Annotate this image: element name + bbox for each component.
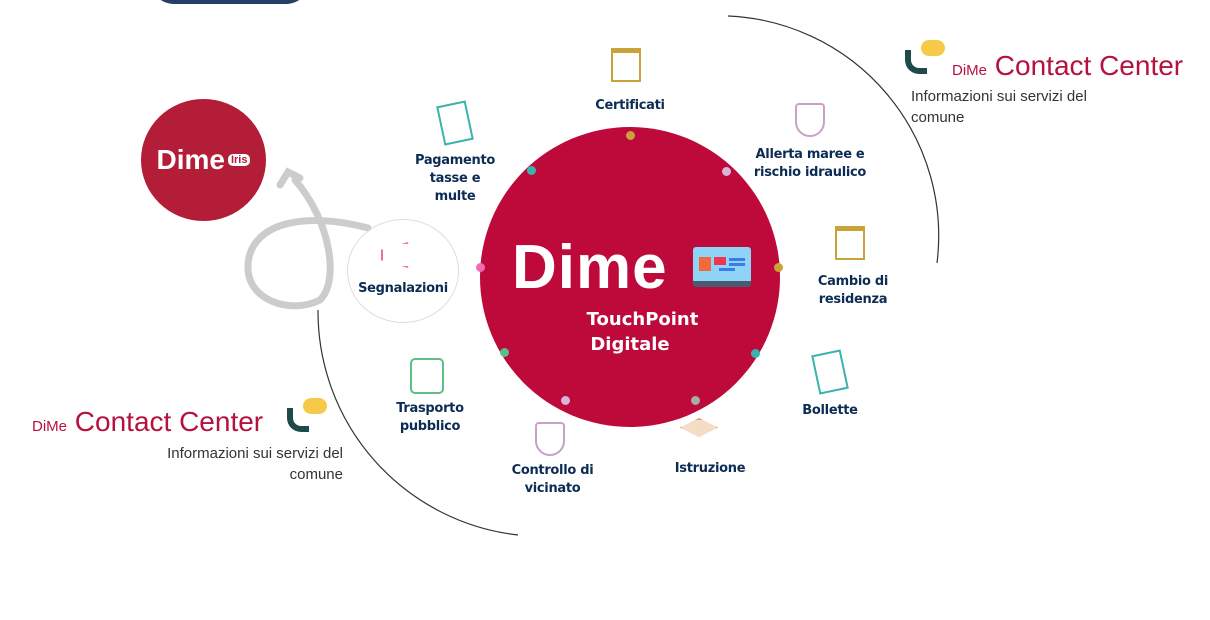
service-cambio-residenza[interactable]: Cambio di residenza	[817, 274, 889, 307]
dime-logo-text: Dime	[512, 233, 668, 302]
contact-center-title-right: DiMe Contact Center	[952, 50, 1184, 81]
dot	[774, 263, 783, 272]
building-person-icon	[611, 48, 641, 82]
shield-person-icon	[795, 103, 825, 137]
dot	[751, 349, 760, 358]
service-controllo-vicinato[interactable]: Controllo di vicinato	[511, 463, 594, 496]
service-allerta-maree[interactable]: Allerta maree e rischio idraulico	[753, 147, 867, 180]
phone-chat-icon	[903, 40, 945, 78]
shield-person-icon	[535, 422, 565, 456]
megaphone-icon	[381, 242, 409, 268]
iris-badge: Iris	[227, 154, 251, 166]
cropped-title	[150, 0, 310, 4]
right-arc	[727, 15, 940, 264]
phone-chat-icon	[285, 398, 327, 436]
segnalazioni-circle[interactable]	[347, 219, 459, 323]
dot	[527, 166, 536, 175]
service-segnalazioni[interactable]: Segnalazioni	[358, 281, 448, 296]
building-person-icon	[835, 226, 865, 260]
service-trasporto-pubblico[interactable]: Trasporto pubblico	[396, 401, 464, 434]
bus-icon	[410, 358, 444, 394]
service-pagamento-tasse[interactable]: Pagamento tasse e multe	[414, 153, 496, 204]
dot	[626, 131, 635, 140]
dot	[691, 396, 700, 405]
dot	[722, 167, 731, 176]
service-bollette[interactable]: Bollette	[802, 403, 858, 418]
dot	[476, 263, 485, 272]
service-certificati[interactable]: Certificati	[595, 98, 665, 113]
contact-center-desc-left: Informazioni sui servizi del comune	[167, 445, 343, 483]
dot	[561, 396, 570, 405]
iris-logo-text: Dime	[156, 144, 225, 175]
touchpoint-circle[interactable]: Dime TouchPoint Digitale	[480, 127, 780, 427]
left-arc	[317, 309, 519, 536]
dot	[500, 348, 509, 357]
dime-iris-logo[interactable]: Dime Iris	[141, 99, 266, 221]
monitor-icon	[693, 247, 751, 287]
service-istruzione[interactable]: Istruzione	[674, 461, 746, 476]
contact-center-title-left: DiMe Contact Center	[32, 406, 264, 437]
loop-arrow	[244, 167, 372, 310]
touchpoint-label: TouchPoint Digitale	[586, 309, 699, 355]
contact-center-desc-right: Informazioni sui servizi del comune	[911, 88, 1087, 126]
